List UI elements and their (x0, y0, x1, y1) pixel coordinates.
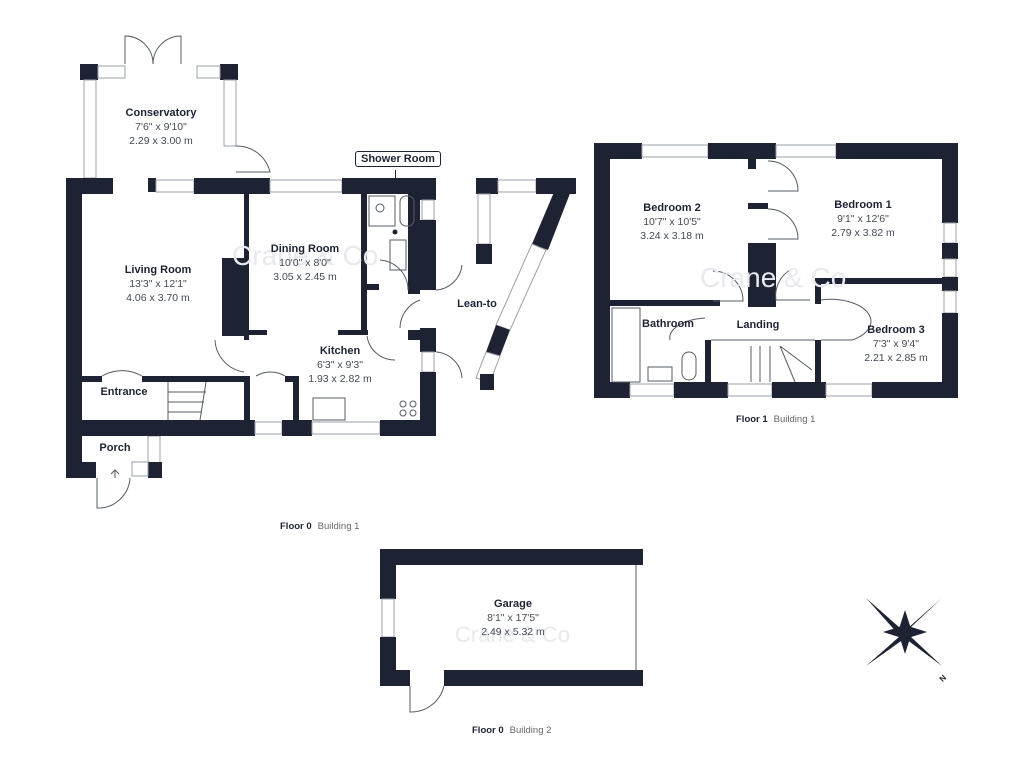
watermark: Crane & Co (700, 262, 847, 293)
floor0-building2-walls (380, 549, 643, 713)
floor0-building1-walls (66, 35, 576, 509)
watermark: Crane & Co (455, 622, 570, 647)
room-garage: Garage 8'1" x 17'5" 2.49 x 5.32 m (481, 598, 545, 638)
room-landing: Landing (736, 319, 780, 331)
room-bedroom-1: Bedroom 1 9'1" x 12'6" 2.79 x 3.82 m (831, 199, 895, 239)
room-entrance: Entrance (100, 386, 148, 398)
room-bedroom-3: Bedroom 3 7'3" x 9'4" 2.21 x 2.85 m (864, 324, 928, 364)
watermark: Crane & Co (232, 240, 379, 271)
room-kitchen: Kitchen 6'3" x 9'3" 1.93 x 2.82 m (308, 345, 372, 385)
room-living-room: Living Room 13'3" x 12'1" 4.06 x 3.70 m (124, 264, 192, 304)
room-bathroom: Bathroom (642, 318, 694, 330)
room-dining-room: Dining Room 10'0" x 8'0" 3.05 x 2.45 m (270, 243, 340, 283)
shower-room-tag: Shower Room (355, 151, 441, 167)
room-bedroom-2: Bedroom 2 10'7" x 10'5" 3.24 x 3.18 m (640, 202, 704, 242)
compass-icon (866, 598, 942, 666)
floor1-building1-walls (594, 143, 958, 398)
room-conservatory: Conservatory 7'6" x 9'10" 2.29 x 3.00 m (125, 107, 197, 147)
tag-leader-line (395, 170, 396, 179)
room-lean-to: Lean-to (457, 298, 497, 310)
room-porch: Porch (99, 442, 131, 454)
